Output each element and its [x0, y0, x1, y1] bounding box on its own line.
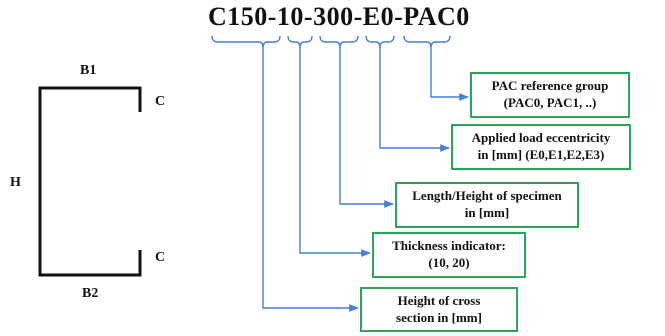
brace-eccentricity	[365, 35, 395, 49]
box-pac-line2: (PAC0, PAC1, ..)	[503, 95, 597, 110]
brace-c150	[211, 35, 281, 49]
label-b1: B1	[80, 63, 97, 78]
code-braces	[211, 35, 451, 49]
box-eccentricity: Applied load eccentricity in [mm] (E0,E1…	[451, 124, 631, 170]
box-ecc-line2: in [mm] (E0,E1,E2,E3)	[477, 147, 605, 162]
box-pac-reference: PAC reference group (PAC0, PAC1, ..)	[470, 72, 630, 118]
connector-eccentricity	[379, 48, 450, 152]
connector-thickness	[299, 48, 371, 257]
label-c-top: C	[155, 94, 166, 109]
box-length-line2: in [mm]	[464, 205, 510, 220]
label-b2: B2	[82, 286, 99, 301]
label-h: H	[10, 175, 21, 190]
label-c-bottom: C	[155, 250, 166, 265]
box-thickness: Thickness indicator: (10, 20)	[372, 232, 526, 278]
brace-pac	[403, 35, 451, 49]
box-length-line1: Length/Height of specimen	[412, 188, 562, 203]
box-thickness-line2: (10, 20)	[428, 255, 470, 270]
brace-thickness	[287, 35, 313, 49]
connectors	[262, 48, 469, 312]
connector-height	[262, 48, 359, 312]
box-thickness-line1: Thickness indicator:	[392, 238, 506, 253]
connector-pac	[430, 48, 469, 101]
specimen-code: C150-10-300-E0-PAC0	[208, 2, 470, 31]
box-pac-line1: PAC reference group	[491, 78, 609, 93]
box-height-line1: Height of cross	[397, 293, 481, 308]
box-height-line2: section in [mm]	[396, 310, 482, 325]
c-section-outline	[38, 86, 142, 277]
brace-length	[319, 35, 359, 49]
connector-length	[339, 48, 394, 208]
box-ecc-line1: Applied load eccentricity	[471, 130, 611, 145]
box-height: Height of cross section in [mm]	[360, 287, 518, 332]
box-length: Length/Height of specimen in [mm]	[395, 182, 579, 228]
